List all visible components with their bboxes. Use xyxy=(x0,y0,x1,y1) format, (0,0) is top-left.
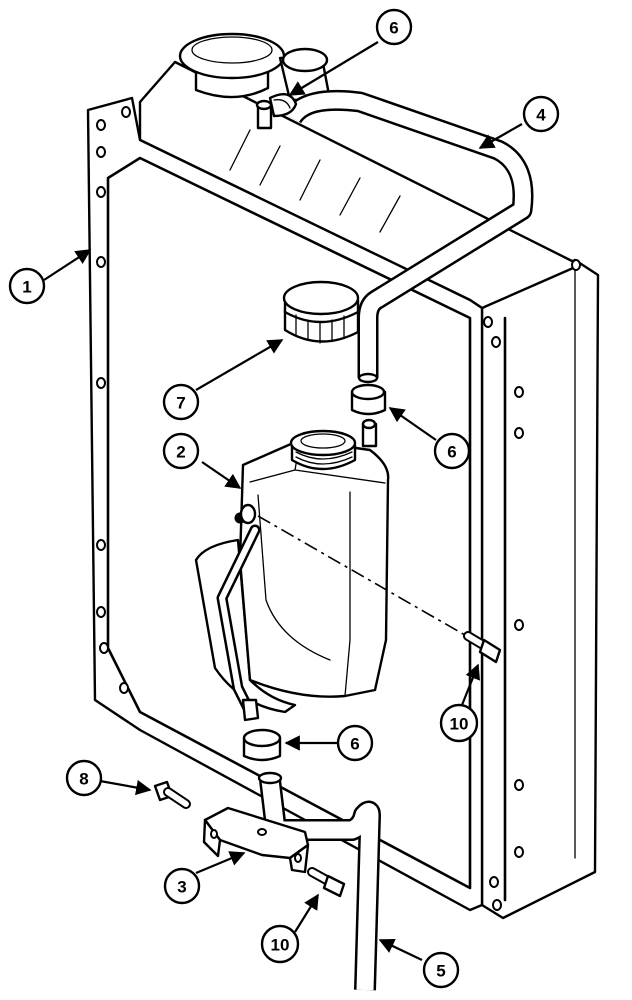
radiator-side-tank xyxy=(480,258,600,920)
callout-2: 2 xyxy=(162,432,200,470)
callout-7: 7 xyxy=(162,383,200,421)
bolt-tank-mount xyxy=(463,631,502,664)
callout-6-upper: 6 xyxy=(375,8,413,46)
callout-10-lower: 10 xyxy=(260,924,300,964)
callout-5-label: 5 xyxy=(436,962,445,981)
leader-lines xyxy=(43,41,523,961)
bolt-bracket-mount xyxy=(307,867,346,898)
mounting-bracket xyxy=(202,806,310,874)
callout-6-lower-label: 6 xyxy=(350,735,359,754)
callout-3: 3 xyxy=(163,867,201,905)
radiator-mounting-holes xyxy=(96,106,581,911)
upper-overflow-hose xyxy=(282,89,534,384)
bolt-bracket-upper xyxy=(153,780,191,809)
callout-10-upper: 10 xyxy=(439,703,479,743)
lower-hose xyxy=(257,771,381,991)
callout-5: 5 xyxy=(422,951,460,989)
callout-8: 8 xyxy=(65,759,103,797)
hose-clamp-upper xyxy=(268,92,298,118)
callout-4: 4 xyxy=(522,95,560,133)
bolt-alignment-line xyxy=(257,515,471,639)
bleed-spigot xyxy=(255,99,273,130)
callout-7-label: 7 xyxy=(176,394,185,413)
callout-2-label: 2 xyxy=(176,443,185,462)
callout-10-lower-label: 10 xyxy=(271,936,290,955)
callout-6-lower: 6 xyxy=(336,724,374,762)
expansion-tank-cap xyxy=(282,280,360,344)
tank-spigot xyxy=(361,418,378,448)
callout-4-label: 4 xyxy=(536,106,546,125)
hose-clamp-lower xyxy=(242,728,282,762)
callout-6-middle-label: 6 xyxy=(447,443,456,462)
radiator-filler-cap xyxy=(178,32,286,99)
callout-6-upper-label: 6 xyxy=(389,19,398,38)
callout-10-upper-label: 10 xyxy=(450,715,469,734)
callout-8-label: 8 xyxy=(79,770,88,789)
hose-clamp-mid xyxy=(350,383,387,416)
expansion-tank xyxy=(194,429,390,722)
callout-6-middle: 6 xyxy=(433,432,471,470)
callout-1-label: 1 xyxy=(22,278,31,297)
callout-3-label: 3 xyxy=(177,878,186,897)
callout-1: 1 xyxy=(8,267,46,305)
